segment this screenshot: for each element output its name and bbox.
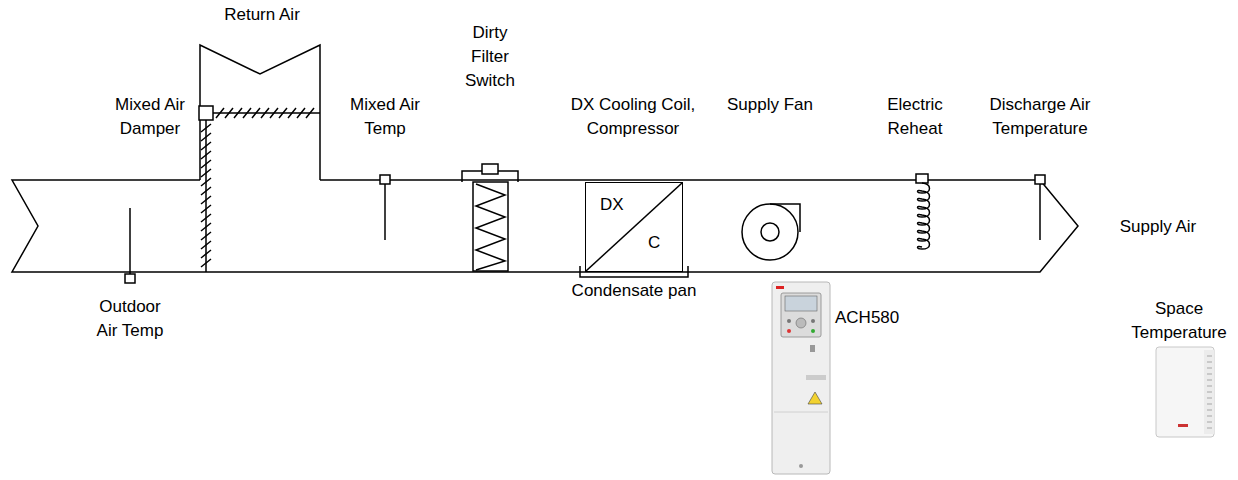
sensor-probe [384, 184, 386, 240]
sensor-head [380, 175, 390, 184]
section-label: Return Air [197, 3, 327, 27]
damper-label: Mixed Air Damper [100, 93, 200, 141]
outdoor-damper [205, 120, 207, 272]
sensor-probe [1039, 184, 1041, 240]
coil-label: DX [600, 195, 624, 215]
drive-button [787, 319, 791, 323]
fan-housing [742, 204, 798, 260]
heater-coil [918, 183, 930, 249]
sensor-body [1156, 347, 1214, 437]
damper-hatch [216, 108, 314, 118]
sensor-label: Mixed Air Temp [335, 93, 435, 141]
drive-display [785, 296, 817, 311]
sensor-label: Space Temperature [1124, 297, 1234, 345]
section-label: Supply Air [1103, 215, 1213, 239]
drive-button [811, 319, 815, 323]
sensor-label: Discharge Air Temperature [980, 93, 1100, 141]
fan-hub [761, 223, 779, 241]
damper-hatch [201, 124, 211, 267]
sensor-probe [129, 208, 131, 274]
drive-label: ACH580 [835, 306, 915, 330]
drive-port [810, 345, 815, 352]
room-sensor [1156, 347, 1214, 437]
fan-outlet [770, 204, 800, 232]
drive-label [806, 375, 826, 380]
sensor-side [1204, 350, 1214, 434]
sensor-label: Outdoor Air Temp [92, 295, 168, 343]
return-duct [200, 45, 320, 180]
drive-button [787, 329, 791, 333]
warning-sign [808, 392, 822, 404]
filter-frame [473, 182, 508, 271]
drive-illustration [772, 282, 830, 474]
sensor-vents [1207, 356, 1212, 428]
switch-label: Dirty Filter Switch [459, 21, 521, 93]
sensor-head [125, 274, 135, 283]
pan-label: Condensate pan [559, 279, 709, 303]
fan-label: Supply Fan [710, 93, 830, 117]
coil-label: DX Cooling Coil, Compressor [558, 93, 708, 141]
sensor-head [1035, 175, 1045, 184]
filter-switch [482, 164, 498, 174]
drive-button [796, 318, 806, 328]
coil-label: C [648, 233, 660, 253]
drive-screw [799, 464, 803, 468]
drive-keypad [781, 293, 821, 337]
heater-terminal [916, 174, 928, 183]
drive-seam [774, 412, 828, 413]
heater-label: Electric Reheat [875, 93, 955, 141]
coil-diagonal-line [586, 183, 682, 271]
filter-media [476, 184, 505, 270]
cooling-coil-box: DX C [585, 182, 683, 272]
supply-duct [12, 180, 1078, 272]
sensor-logo [1178, 424, 1188, 427]
drive-button [811, 329, 815, 333]
drive-logo [776, 286, 784, 289]
damper-actuator [199, 106, 213, 120]
drive-body [772, 282, 830, 474]
